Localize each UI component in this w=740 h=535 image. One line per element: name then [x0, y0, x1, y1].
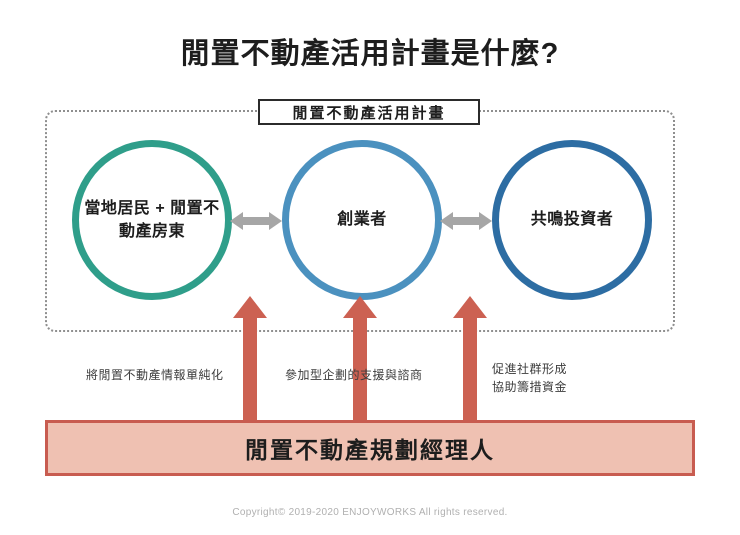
circle-investor-label: 共鳴投資者 [530, 211, 614, 229]
circle-founder-label: 創業者 [337, 211, 387, 229]
up-arrow-icon-community-funding [453, 296, 487, 422]
up-arrow-icon-simplify-info [233, 296, 267, 422]
double-arrow-icon-right [440, 210, 492, 232]
circle-founder: 創業者 [282, 140, 442, 300]
caption-project-support: 參加型企劃的支援與諮商 [285, 368, 423, 382]
page-title: 閒置不動產活用計畫是什麼? [180, 38, 560, 70]
circle-investor: 共鳴投資者 [492, 140, 652, 300]
caption-simplify-info: 將閒置不動產情報單純化 [86, 368, 224, 382]
up-arrow-icon-project-support [343, 296, 377, 422]
manager-bar: 閒置不動產規劃經理人 [45, 420, 695, 476]
scheme-label-text: 閒置不動產活用計畫 [292, 104, 446, 122]
double-arrow-icon-left [230, 210, 282, 232]
circle-local-residents-label: 當地居民 + 閒置不動產房東 [84, 199, 220, 240]
caption-community-funding: 促進社群形成 協助籌措資金 [492, 362, 568, 394]
manager-bar-label: 閒置不動產規劃經理人 [245, 437, 495, 463]
copyright-text: Copyright© 2019-2020 ENJOYWORKS All righ… [232, 507, 508, 518]
circle-local-residents: 當地居民 + 閒置不動產房東 [72, 140, 232, 300]
scheme-label-box: 閒置不動產活用計畫 [258, 99, 480, 125]
